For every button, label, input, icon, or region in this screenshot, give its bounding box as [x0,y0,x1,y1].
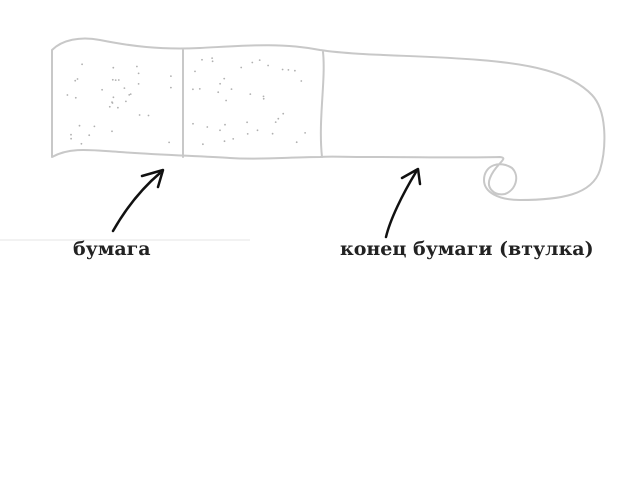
texture-dot [129,93,132,95]
texture-dot [304,132,306,134]
texture-dot [267,64,269,67]
texture-dot [114,79,117,81]
texture-dot [246,121,249,124]
texture-dot [300,80,303,82]
texture-dot [137,72,140,75]
texture-dot [168,141,171,144]
texture-dot [112,66,115,69]
roll-core-divider [319,51,325,158]
texture-dot [192,88,194,91]
texture-dot [66,94,69,96]
texture-dot [117,79,120,81]
texture-dot [219,129,221,132]
arrow-shaft [384,170,418,239]
texture-dot [251,61,254,64]
label-paper-end: конец бумаги (втулка) [340,238,594,260]
texture-dot [112,96,115,99]
texture-dot [111,101,113,103]
texture-dot [170,86,172,89]
texture-dot [201,58,203,61]
texture-dot [256,129,259,132]
texture-dot [223,140,226,143]
texture-dot [117,106,119,109]
arrow-shaft [111,171,162,233]
texture-dot [294,69,296,72]
texture-dot [136,65,138,68]
arrow-head [140,168,165,189]
texture-dot [219,82,222,85]
texture-dot [240,66,243,69]
texture-dot [224,123,226,126]
texture-dot [138,114,141,116]
texture-dot [111,78,114,81]
texture-dot [76,78,79,80]
texture-dot [128,94,131,96]
texture-dot [194,70,196,73]
texture-dot [223,77,226,80]
texture-dot [93,125,96,128]
texture-dot [74,79,77,82]
texture-dot [217,91,220,94]
texture-dot [108,105,111,108]
texture-dot [202,143,204,146]
texture-dot [81,63,83,66]
texture-dot [271,132,274,135]
texture-dot [125,100,127,103]
arrow-to-paper [111,168,165,233]
texture-dot [70,133,72,136]
texture-dot [281,68,284,71]
arrow-head [400,167,422,186]
texture-dot [211,57,214,59]
texture-dot [206,126,209,128]
texture-dot [123,87,126,89]
texture-dot [88,134,91,137]
texture-dot [78,124,81,127]
texture-dot [262,95,265,98]
texture-dot [295,141,298,144]
texture-dot [225,99,228,102]
texture-dot [274,121,277,123]
texture-dot [277,117,280,120]
texture-dot [232,138,235,140]
texture-dot [170,75,172,77]
texture-dot [137,83,140,85]
texture-dot [211,60,214,63]
texture-dot [258,59,261,61]
paper-dots-left [66,63,172,145]
texture-dot [287,69,290,71]
paper-dots-right [192,57,306,146]
texture-dot [198,88,201,90]
texture-dot [246,133,249,135]
texture-dot [70,137,72,140]
texture-dot [249,93,252,95]
texture-dot [147,114,150,117]
texture-dot [282,112,285,115]
label-paper: бумага [73,238,151,260]
texture-dot [192,122,194,125]
texture-dot [80,142,83,145]
texture-dot [101,88,103,91]
texture-dot [74,96,77,99]
texture-dot [230,88,233,90]
paper-roll-outline [51,37,606,201]
texture-dot [262,97,265,100]
arrow-to-paper-end [384,167,422,239]
paper-roll-drawing [51,37,606,201]
texture-dot [111,130,113,133]
